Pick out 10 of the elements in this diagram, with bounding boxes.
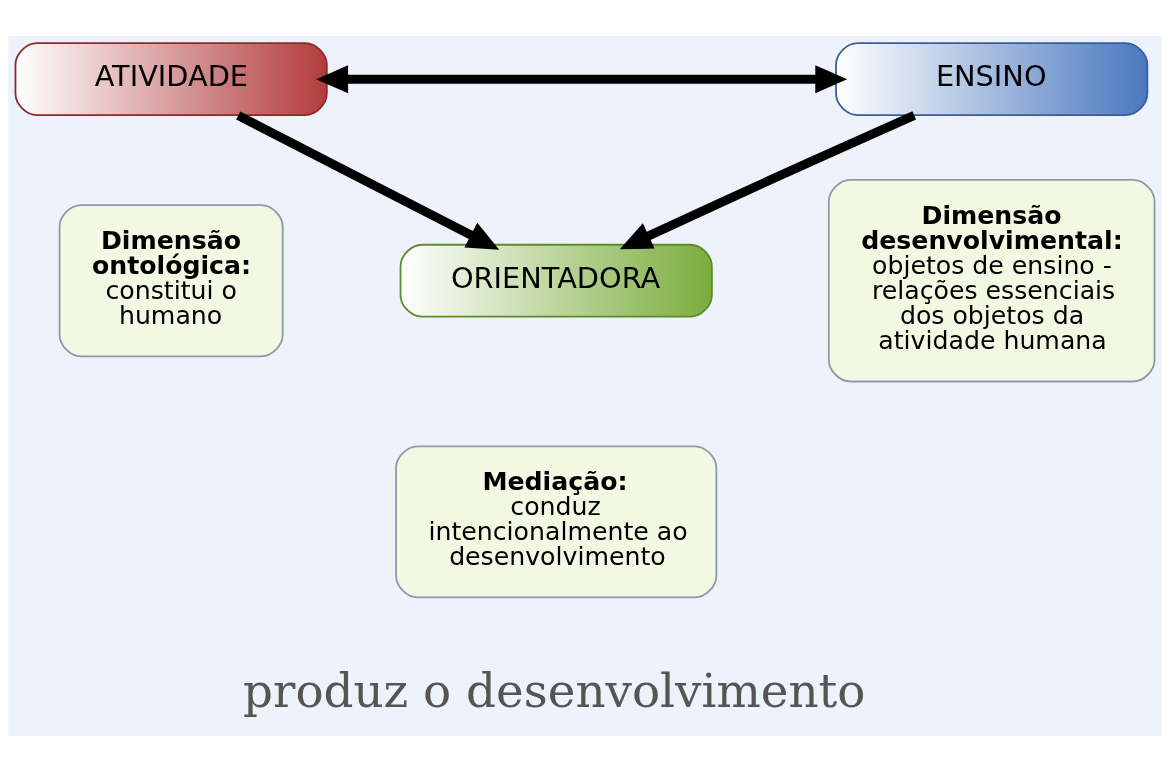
node-box: Dimensão ontológica: constitui o humano (58, 203, 284, 357)
label: produz o desenvolvimento (243, 663, 866, 718)
arrow (236, 110, 500, 250)
node-box: ATIVIDADE (14, 41, 328, 116)
node-box: Mediação: conduz intencionalmente ao desenvolvimento (395, 444, 718, 598)
arrow (619, 110, 917, 249)
node-box: ENSINO (835, 41, 1149, 116)
arrow (316, 64, 848, 93)
node-box: Dimensão desenvolvimental: objetos de ensino - relações essenciais dos objetos da atividade humana (827, 178, 1156, 382)
node-box: ORIENTADORA (399, 243, 713, 318)
